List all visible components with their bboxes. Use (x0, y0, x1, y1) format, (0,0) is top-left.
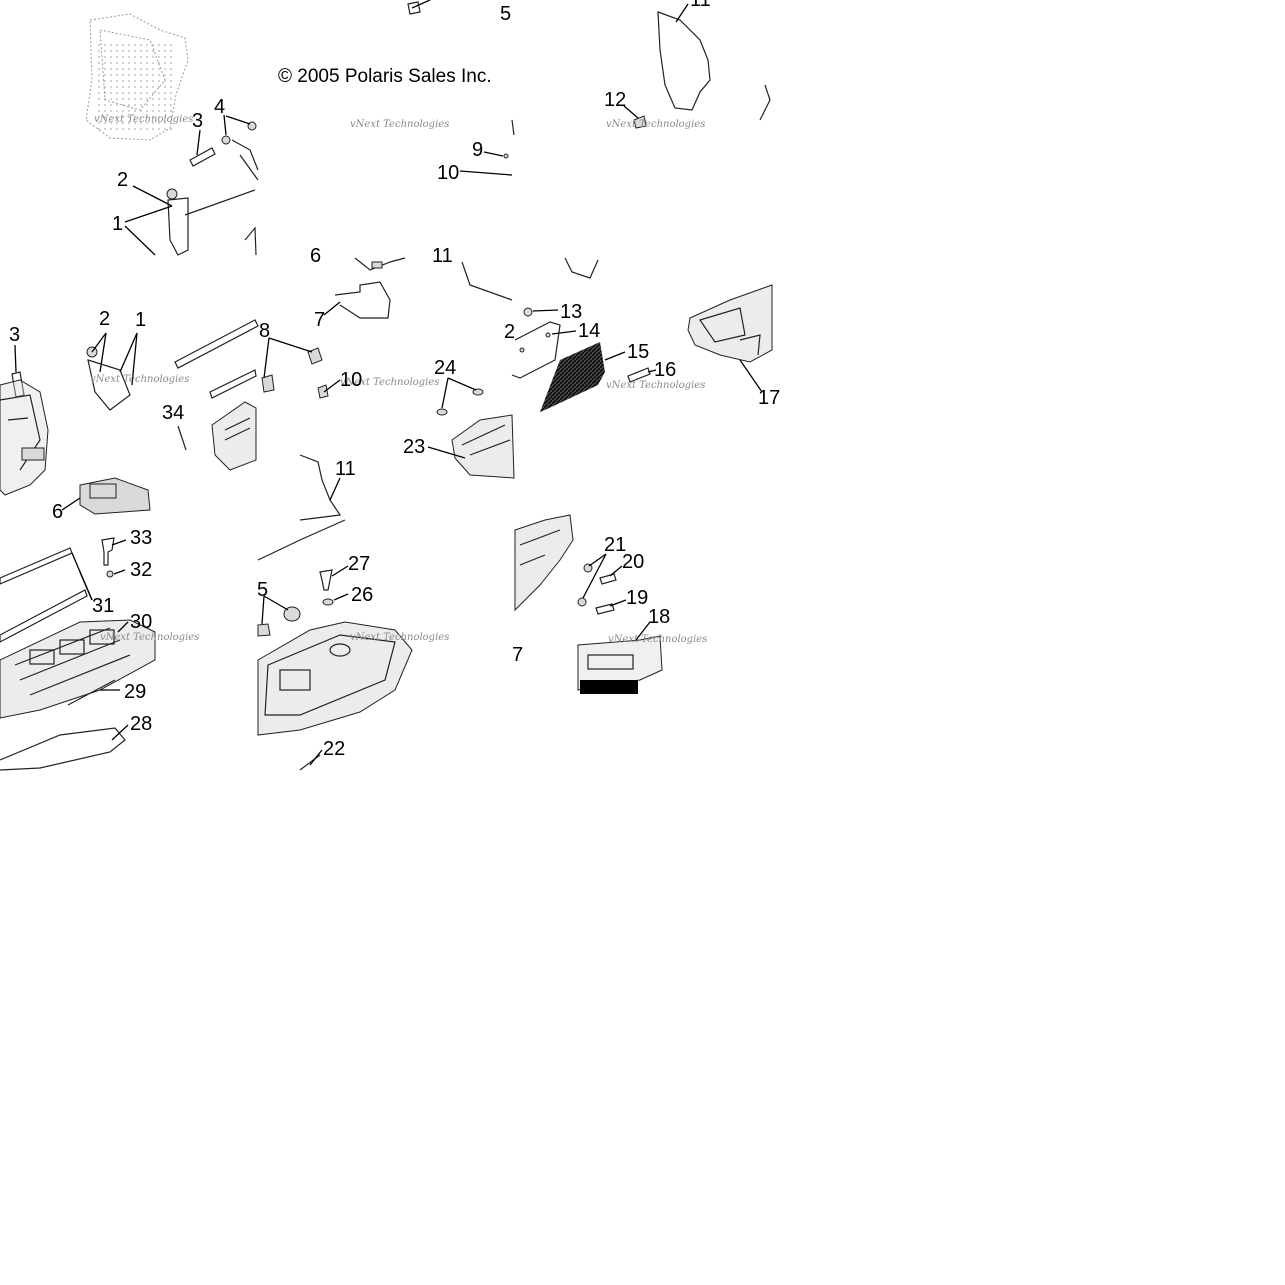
callout-13: 13 (560, 301, 582, 323)
callout-27: 27 (348, 553, 370, 575)
callout-33: 33 (130, 527, 152, 549)
callout-8: 8 (259, 320, 270, 342)
callout-26: 26 (351, 584, 373, 606)
callout-1: 1 (112, 213, 123, 235)
callout-17: 17 (758, 387, 780, 409)
callout-3: 3 (192, 110, 203, 132)
tile-mid-right (511, 257, 773, 412)
callout-34: 34 (162, 402, 184, 424)
tile-bottom-middle (257, 454, 413, 771)
callout-22: 22 (323, 738, 345, 760)
callout-6: 6 (52, 501, 63, 523)
watermark: vNext Technologies (350, 119, 449, 130)
callout-24: 24 (434, 357, 456, 379)
callout-31: 31 (92, 595, 114, 617)
callout-2: 2 (99, 308, 110, 330)
callout-10: 10 (340, 369, 362, 391)
watermark: vNext Technologies (606, 380, 705, 391)
callout-6: 6 (310, 245, 321, 267)
tile-mid-left (0, 319, 259, 515)
watermark: vNext Technologies (606, 119, 705, 130)
callout-3: 3 (9, 324, 20, 346)
callout-28: 28 (130, 713, 152, 735)
callout-2: 2 (504, 321, 515, 343)
callout-15: 15 (627, 341, 649, 363)
watermark: vNext Technologies (350, 632, 449, 643)
tile-top-left (85, 13, 259, 256)
callout-2: 2 (117, 169, 128, 191)
tile-top-right (623, 3, 771, 129)
callout-30: 30 (130, 611, 152, 633)
callout-5: 5 (500, 3, 511, 25)
copyright-notice: © 2005 Polaris Sales Inc. (278, 66, 492, 87)
callout-11: 11 (432, 245, 453, 267)
callout-32: 32 (130, 559, 152, 581)
callout-16: 16 (654, 359, 676, 381)
watermarks: vNext Technologies vNext Technologies vN… (90, 114, 707, 645)
watermark: vNext Technologies (608, 634, 707, 645)
callout-11: 11 (690, 0, 711, 11)
callout-23: 23 (403, 436, 425, 458)
callout-5: 5 (257, 579, 268, 601)
callout-1: 1 (135, 309, 146, 331)
callout-21: 21 (604, 534, 626, 556)
callout-9: 9 (472, 139, 483, 161)
watermark: vNext Technologies (90, 374, 189, 385)
tile-bottom-right (514, 514, 663, 694)
callout-10: 10 (437, 162, 459, 184)
callout-19: 19 (626, 587, 648, 609)
callout-12: 12 (604, 89, 626, 111)
tile-mid-middle (261, 257, 515, 479)
callout-7: 7 (314, 309, 325, 331)
watermark: vNext Technologies (94, 114, 193, 125)
watermark: vNext Technologies (340, 377, 439, 388)
callout-7: 7 (512, 644, 523, 666)
callout-18: 18 (648, 606, 670, 628)
callout-20: 20 (622, 551, 644, 573)
callout-4: 4 (214, 96, 225, 118)
callout-29: 29 (124, 681, 146, 703)
callout-labels: 5 11 3 4 2 1 9 10 12 6 11 3 2 1 7 8 10 2… (9, 0, 780, 760)
callout-11: 11 (335, 458, 356, 480)
tile-bottom-left (0, 537, 156, 771)
watermark: vNext Technologies (100, 632, 199, 643)
callout-14: 14 (578, 320, 600, 342)
tile-top-middle (407, 0, 515, 176)
